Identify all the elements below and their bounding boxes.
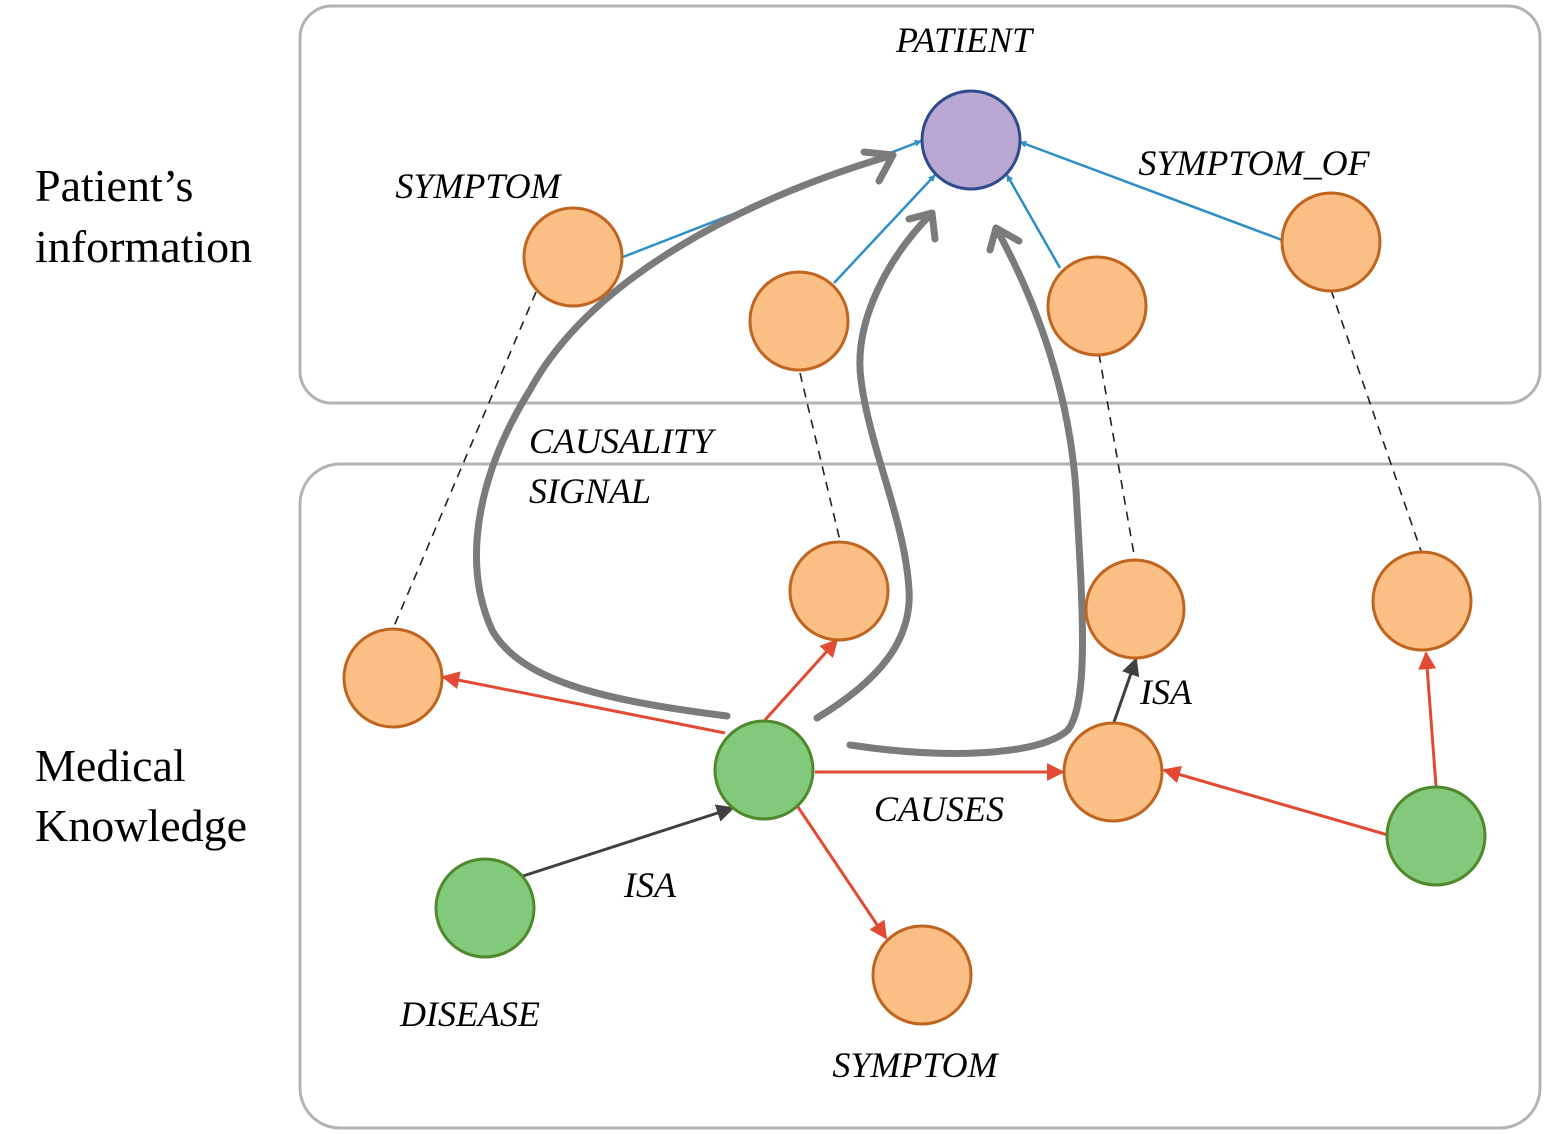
causality-signal-path: [473, 151, 897, 720]
section-label-line: Medical: [35, 740, 186, 791]
isa-edge: [1112, 657, 1140, 723]
symptom-label: SYMPTOM: [395, 166, 562, 206]
section-label-medical-knowledge: Medical Knowledge: [35, 740, 247, 851]
alignment-link: [1330, 289, 1422, 552]
symptom-of-edge: [1019, 140, 1283, 242]
knowledge-symptom-node: [1084, 558, 1186, 660]
causality-signal-path: [813, 209, 936, 722]
causes-edge: [796, 806, 888, 940]
patient-symptom-node: [1046, 255, 1148, 357]
alignment-link: [799, 372, 842, 546]
knowledge-symptom-node: [342, 627, 444, 729]
causality-signal-label-line: SIGNAL: [529, 471, 651, 511]
causes-edge: [763, 638, 839, 722]
disease-label: DISEASE: [399, 994, 540, 1034]
causality-signal-arrowhead: [986, 224, 1023, 254]
symptom-of-edge: [1005, 174, 1062, 269]
causality-signal-path: [846, 224, 1086, 757]
section-label-line: information: [35, 221, 252, 272]
medical-knowledge-box: [298, 462, 1542, 1130]
symptom-of-label: SYMPTOM_OF: [1138, 143, 1370, 183]
causes-edge: [441, 671, 726, 735]
section-label-line: Knowledge: [35, 800, 247, 851]
causes-edge: [1418, 651, 1438, 787]
knowledge-symptom-node: [1371, 550, 1473, 652]
disease-node: [713, 719, 815, 821]
section-label-patient-info: Patient’s information: [35, 160, 252, 272]
alignment-link: [1098, 353, 1136, 561]
patient-info-box: [298, 4, 1542, 405]
knowledge-symptom-node: [1062, 721, 1164, 823]
patient-symptom-node: [1280, 191, 1382, 293]
causality-signal-label: CAUSALITY SIGNAL: [529, 421, 722, 511]
causality-signal-arrowhead: [905, 209, 939, 243]
causes-label: CAUSES: [874, 789, 1004, 829]
section-label-line: Patient’s: [35, 160, 193, 211]
patient-symptom-node: [522, 206, 624, 308]
disease-node: [1385, 785, 1487, 887]
isa-label: ISA: [1139, 672, 1193, 712]
causes-edge: [1162, 765, 1389, 837]
symptom-of-edge: [833, 174, 936, 284]
isa-edge: [522, 804, 735, 878]
knowledge-symptom-node: [788, 540, 890, 642]
causality-signal-arrowhead: [860, 148, 897, 185]
causality-signal-label-line: CAUSALITY: [529, 421, 717, 461]
symptom-label: SYMPTOM: [832, 1045, 999, 1085]
patient-symptom-node: [748, 270, 850, 372]
patient-label: PATIENT: [895, 20, 1035, 60]
knowledge-symptom-node: [871, 924, 973, 1026]
patient-node: [920, 89, 1022, 191]
isa-label: ISA: [623, 865, 677, 905]
disease-node: [434, 857, 536, 959]
alignment-link: [391, 291, 537, 632]
